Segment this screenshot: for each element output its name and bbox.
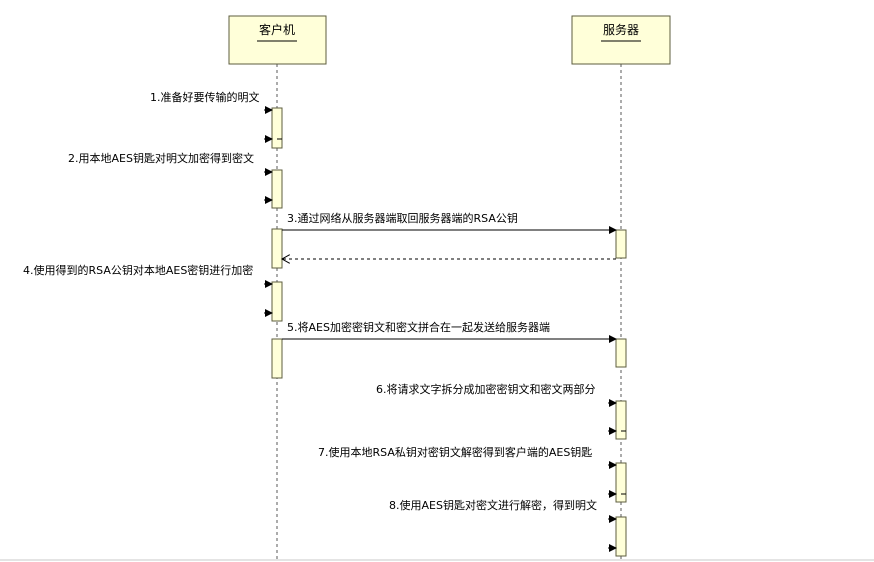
server-activation-5 bbox=[615, 516, 627, 557]
participant-server[interactable]: 服务器 bbox=[571, 15, 671, 65]
server-activation-2 bbox=[615, 338, 627, 368]
message-8-label: 8.使用AES钥匙对密文进行解密，得到明文 bbox=[389, 498, 597, 512]
client-activation-4 bbox=[271, 281, 283, 322]
message-7-label: 7.使用本地RSA私钥对密钥文解密得到客户端的AES钥匙 bbox=[318, 445, 592, 459]
server-activation-1 bbox=[615, 229, 627, 259]
participant-client-label: 客户机 bbox=[259, 22, 295, 37]
message-1-label: 1.准备好要传输的明文 bbox=[150, 90, 260, 104]
participant-client[interactable]: 客户机 bbox=[228, 15, 327, 65]
participant-server-label: 服务器 bbox=[603, 22, 639, 37]
message-3-label: 3.通过网络从服务器端取回服务器端的RSA公钥 bbox=[287, 211, 518, 225]
server-activation-4 bbox=[615, 462, 627, 503]
client-activation-5 bbox=[271, 338, 283, 379]
server-activation-3 bbox=[615, 400, 627, 440]
client-activation-2 bbox=[271, 169, 283, 209]
client-activation-1 bbox=[271, 107, 283, 149]
message-5-label: 5.将AES加密密钥文和密文拼合在一起发送给服务器端 bbox=[287, 320, 550, 334]
message-2-label: 2.用本地AES钥匙对明文加密得到密文 bbox=[68, 151, 254, 165]
client-activation-3 bbox=[271, 228, 283, 269]
message-4-label: 4.使用得到的RSA公钥对本地AES密钥进行加密 bbox=[23, 263, 253, 277]
message-6-label: 6.将请求文字拆分成加密密钥文和密文两部分 bbox=[376, 382, 596, 396]
